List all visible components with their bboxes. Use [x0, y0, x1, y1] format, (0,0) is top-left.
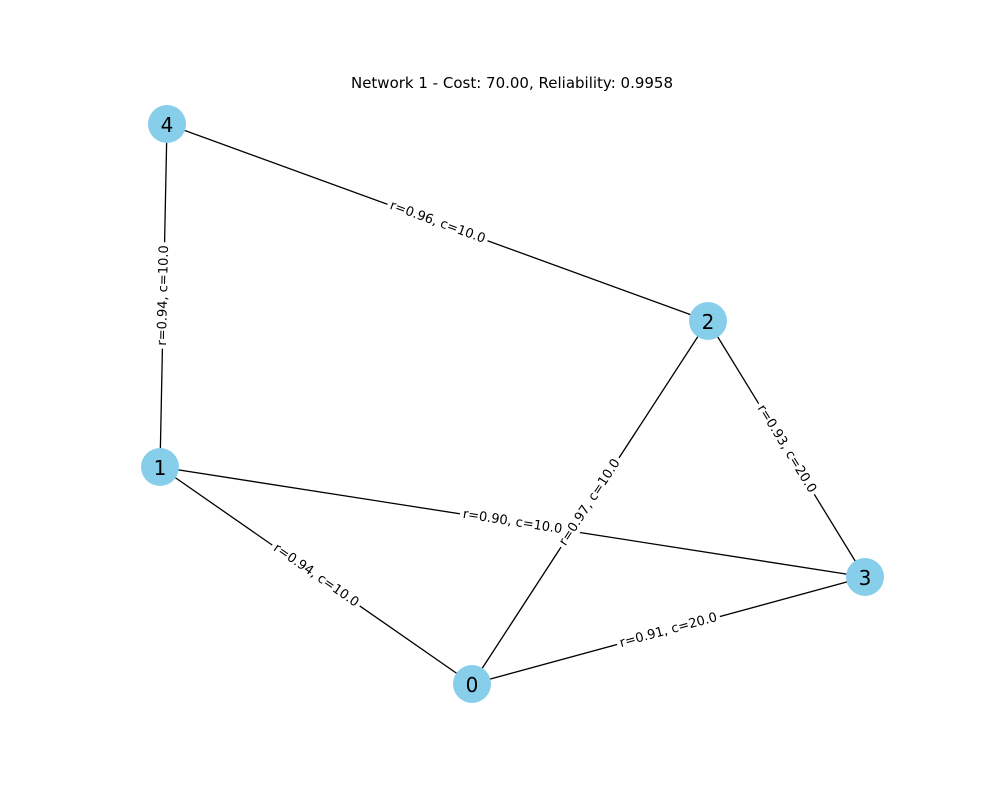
- edge-label-background: [615, 608, 722, 653]
- edge-label-text: r=0.97, c=10.0: [556, 456, 623, 548]
- node-label: 1: [154, 456, 167, 480]
- edge-label-1-0: r=0.94, c=10.0: [267, 538, 365, 613]
- edge-label-4-1: r=0.94, c=10.0: [154, 242, 173, 349]
- edge-label-4-2: r=0.96, c=10.0: [384, 196, 491, 249]
- node-circle: [453, 665, 491, 703]
- node-circle: [148, 105, 186, 143]
- diagram-title: Network 1 - Cost: 70.00, Reliability: 0.…: [351, 74, 673, 92]
- node-label: 4: [161, 113, 174, 137]
- node-4: 4: [148, 105, 186, 143]
- edge-label-background: [267, 538, 365, 613]
- edge-label-background: [751, 399, 822, 499]
- edge-label-background: [154, 242, 173, 349]
- node-3: 3: [846, 558, 884, 596]
- edge-label-text: r=0.94, c=10.0: [270, 541, 361, 611]
- node-label: 2: [702, 310, 715, 334]
- edge-label-text: r=0.93, c=20.0: [754, 402, 819, 495]
- edge-label-text: r=0.96, c=10.0: [388, 198, 488, 246]
- node-circle: [689, 302, 727, 340]
- edge-label-text: r=0.91, c=20.0: [618, 610, 719, 651]
- edge-label-text: r=0.94, c=10.0: [155, 245, 172, 346]
- edge-labels-layer: r=0.96, c=10.0 r=0.94, c=10.0 r=0.93, c=20…: [154, 196, 822, 653]
- edge-label-text: r=0.90, c=10.0: [462, 507, 564, 537]
- node-1: 1: [141, 448, 179, 486]
- node-0: 0: [453, 665, 491, 703]
- edge-label-background: [384, 196, 491, 249]
- node-2: 2: [689, 302, 727, 340]
- edge-label-2-3: r=0.93, c=20.0: [751, 399, 822, 499]
- edge-label-1-3: r=0.90, c=10.0: [458, 505, 567, 539]
- node-label: 3: [859, 566, 872, 590]
- node-label: 0: [466, 673, 479, 697]
- nodes-layer: 0 1 2 3 4: [141, 105, 884, 703]
- node-circle: [141, 448, 179, 486]
- edge-label-0-3: r=0.91, c=20.0: [615, 608, 722, 653]
- edge-label-2-0: r=0.97, c=10.0: [554, 453, 626, 552]
- edge-label-background: [458, 505, 567, 539]
- edge-label-background: [554, 453, 626, 552]
- node-circle: [846, 558, 884, 596]
